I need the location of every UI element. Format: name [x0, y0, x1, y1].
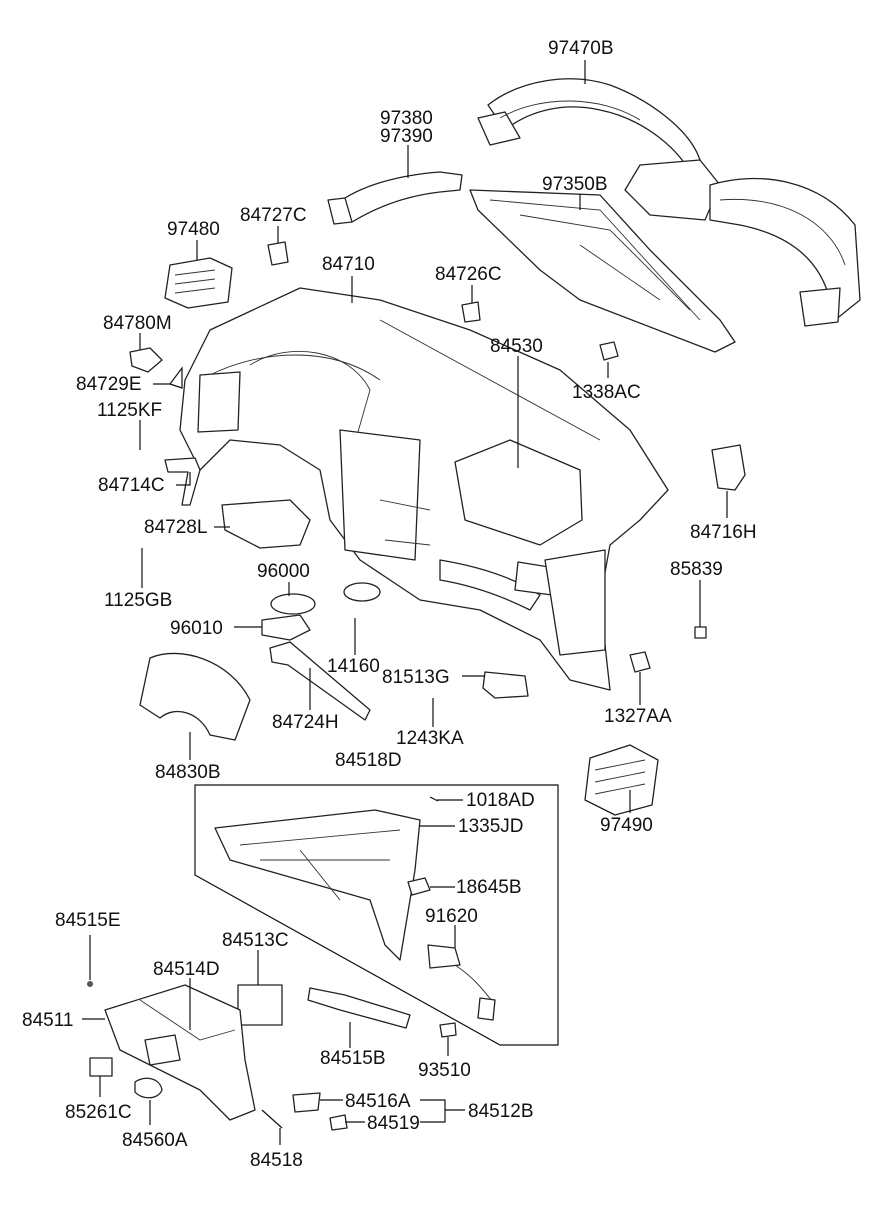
defroster-duct-upper [477, 78, 861, 327]
label-14160: 14160 [327, 656, 380, 677]
part-93510 [439, 1022, 457, 1038]
label-84716H: 84716H [690, 522, 757, 543]
nut-1327aa [629, 651, 651, 673]
leader-lines [82, 60, 728, 1145]
bracket-84714c [164, 457, 201, 506]
label-1018AD: 1018AD [466, 790, 535, 811]
label-84710: 84710 [322, 254, 375, 275]
label-84518D: 84518D [335, 750, 402, 771]
nut-1338ac [599, 341, 619, 361]
label-91620: 91620 [425, 906, 478, 927]
label-84512B: 84512B [468, 1101, 534, 1122]
label-1335JD: 1335JD [458, 816, 524, 837]
label-97350B: 97350B [542, 174, 608, 195]
label-1125GB: 1125GB [104, 590, 172, 611]
label-85839: 85839 [670, 559, 723, 580]
pin-84515e [87, 981, 93, 987]
label-84511: 84511 [22, 1010, 73, 1031]
bracket-84780m [129, 347, 163, 373]
label-1338AC: 1338AC [572, 382, 641, 403]
bracket-84716h [711, 444, 746, 491]
label-93510: 93510 [418, 1060, 471, 1081]
label-96010: 96010 [170, 618, 223, 639]
side-duct [327, 171, 463, 225]
label-1243KA: 1243KA [396, 728, 464, 749]
side-vent-left [164, 257, 233, 309]
cluster-fascia-84830b [139, 652, 251, 741]
label-97380: 97380 [380, 108, 433, 129]
label-84514D: 84514D [153, 959, 220, 980]
label-18645B: 18645B [456, 877, 522, 898]
clip-84727c [267, 241, 289, 266]
label-1327AA: 1327AA [604, 706, 672, 727]
label-84728L: 84728L [144, 517, 207, 538]
label-97480: 97480 [167, 219, 220, 240]
part-labels: 97470B 97380 97390 97350B 97480 84727C 8… [22, 38, 757, 1171]
part-84516a [292, 1092, 321, 1113]
label-84729E: 84729E [76, 374, 142, 395]
label-85261C: 85261C [65, 1102, 132, 1123]
label-84726C: 84726C [435, 264, 502, 285]
damper-84560a [134, 1077, 163, 1099]
label-84513C: 84513C [222, 930, 289, 951]
label-84530: 84530 [490, 336, 543, 357]
label-1125KF: 1125KF [97, 400, 162, 421]
label-84519: 84519 [367, 1113, 420, 1134]
clip-85839 [694, 626, 707, 639]
glove-box-frame-outline [194, 784, 559, 1046]
strip-84515b [307, 987, 411, 1029]
label-97470B: 97470B [548, 38, 614, 59]
center-duct [469, 189, 736, 353]
label-84714C: 84714C [98, 475, 165, 496]
bolt-84518 [261, 1109, 283, 1129]
label-81513G: 81513G [382, 667, 450, 688]
glove-box-housing-84518d [214, 809, 496, 1021]
label-85261c [89, 1057, 113, 1077]
label-84830B: 84830B [155, 762, 221, 783]
label-84560A: 84560A [122, 1130, 188, 1151]
label-84518: 84518 [250, 1150, 303, 1171]
bracket-84724h [269, 641, 371, 721]
speaker-96000 [270, 593, 316, 615]
crash-pad-main [179, 287, 669, 691]
label-84727C: 84727C [240, 205, 307, 226]
speaker-cover-96010 [261, 614, 311, 641]
label-96000: 96000 [257, 561, 310, 582]
label-97390: 97390 [380, 126, 433, 147]
label-97490: 97490 [600, 815, 653, 836]
side-vent-right [584, 744, 659, 816]
speaker-center [343, 582, 381, 602]
part-84519 [329, 1114, 348, 1131]
bracket-84728l [221, 499, 311, 549]
label-84515E: 84515E [55, 910, 121, 931]
label-84780M: 84780M [103, 313, 172, 334]
label-84516A: 84516A [345, 1091, 411, 1112]
screw-1018ad [429, 796, 439, 802]
label-84724H: 84724H [272, 712, 339, 733]
latch-81513g [482, 671, 529, 699]
pad-84513c [237, 984, 283, 1026]
label-84515B: 84515B [320, 1048, 386, 1069]
clip-84726c [461, 301, 481, 323]
glove-box-84511 [104, 984, 256, 1121]
